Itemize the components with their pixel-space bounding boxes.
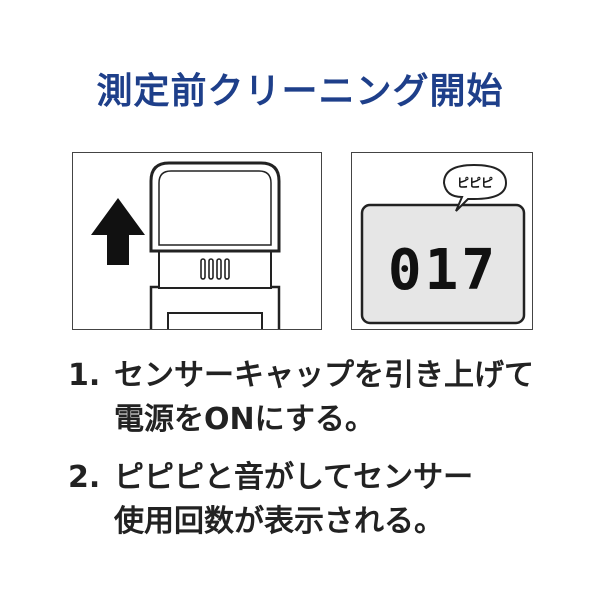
step-1-line-1: センサーキャップを引き上げて (114, 358, 534, 393)
device-body (149, 285, 281, 329)
step-2-line-2: 使用回数が表示される。 (114, 504, 444, 539)
step-1-number: 1. (68, 358, 101, 393)
cap-illustration-panel (72, 152, 322, 330)
step-1: 1. センサーキャップを引き上げて 電源をONにする。 (68, 354, 588, 442)
speech-bubble-icon (442, 163, 508, 212)
display-illustration-panel: 017 ピピピ (351, 152, 533, 330)
display-illustration: 017 ピピピ (360, 163, 526, 325)
instruction-steps: 1. センサーキャップを引き上げて 電源をONにする。 2. ピピピと音がしてセ… (68, 354, 588, 558)
cap-illustration (91, 161, 281, 329)
device-neck (158, 247, 272, 289)
step-1-line-2: 電源をONにする。 (114, 402, 375, 437)
step-2: 2. ピピピと音がしてセンサー 使用回数が表示される。 (68, 456, 588, 544)
usage-counter: 017 (388, 238, 498, 303)
up-arrow-icon (91, 198, 145, 265)
beep-text: ピピピ (457, 176, 493, 190)
step-2-line-1: ピピピと音がしてセンサー (114, 460, 474, 495)
sensor-cap (149, 161, 281, 253)
lcd-screen (360, 203, 526, 325)
step-2-number: 2. (68, 460, 101, 495)
page-title: 測定前クリーニング開始 (96, 71, 504, 112)
